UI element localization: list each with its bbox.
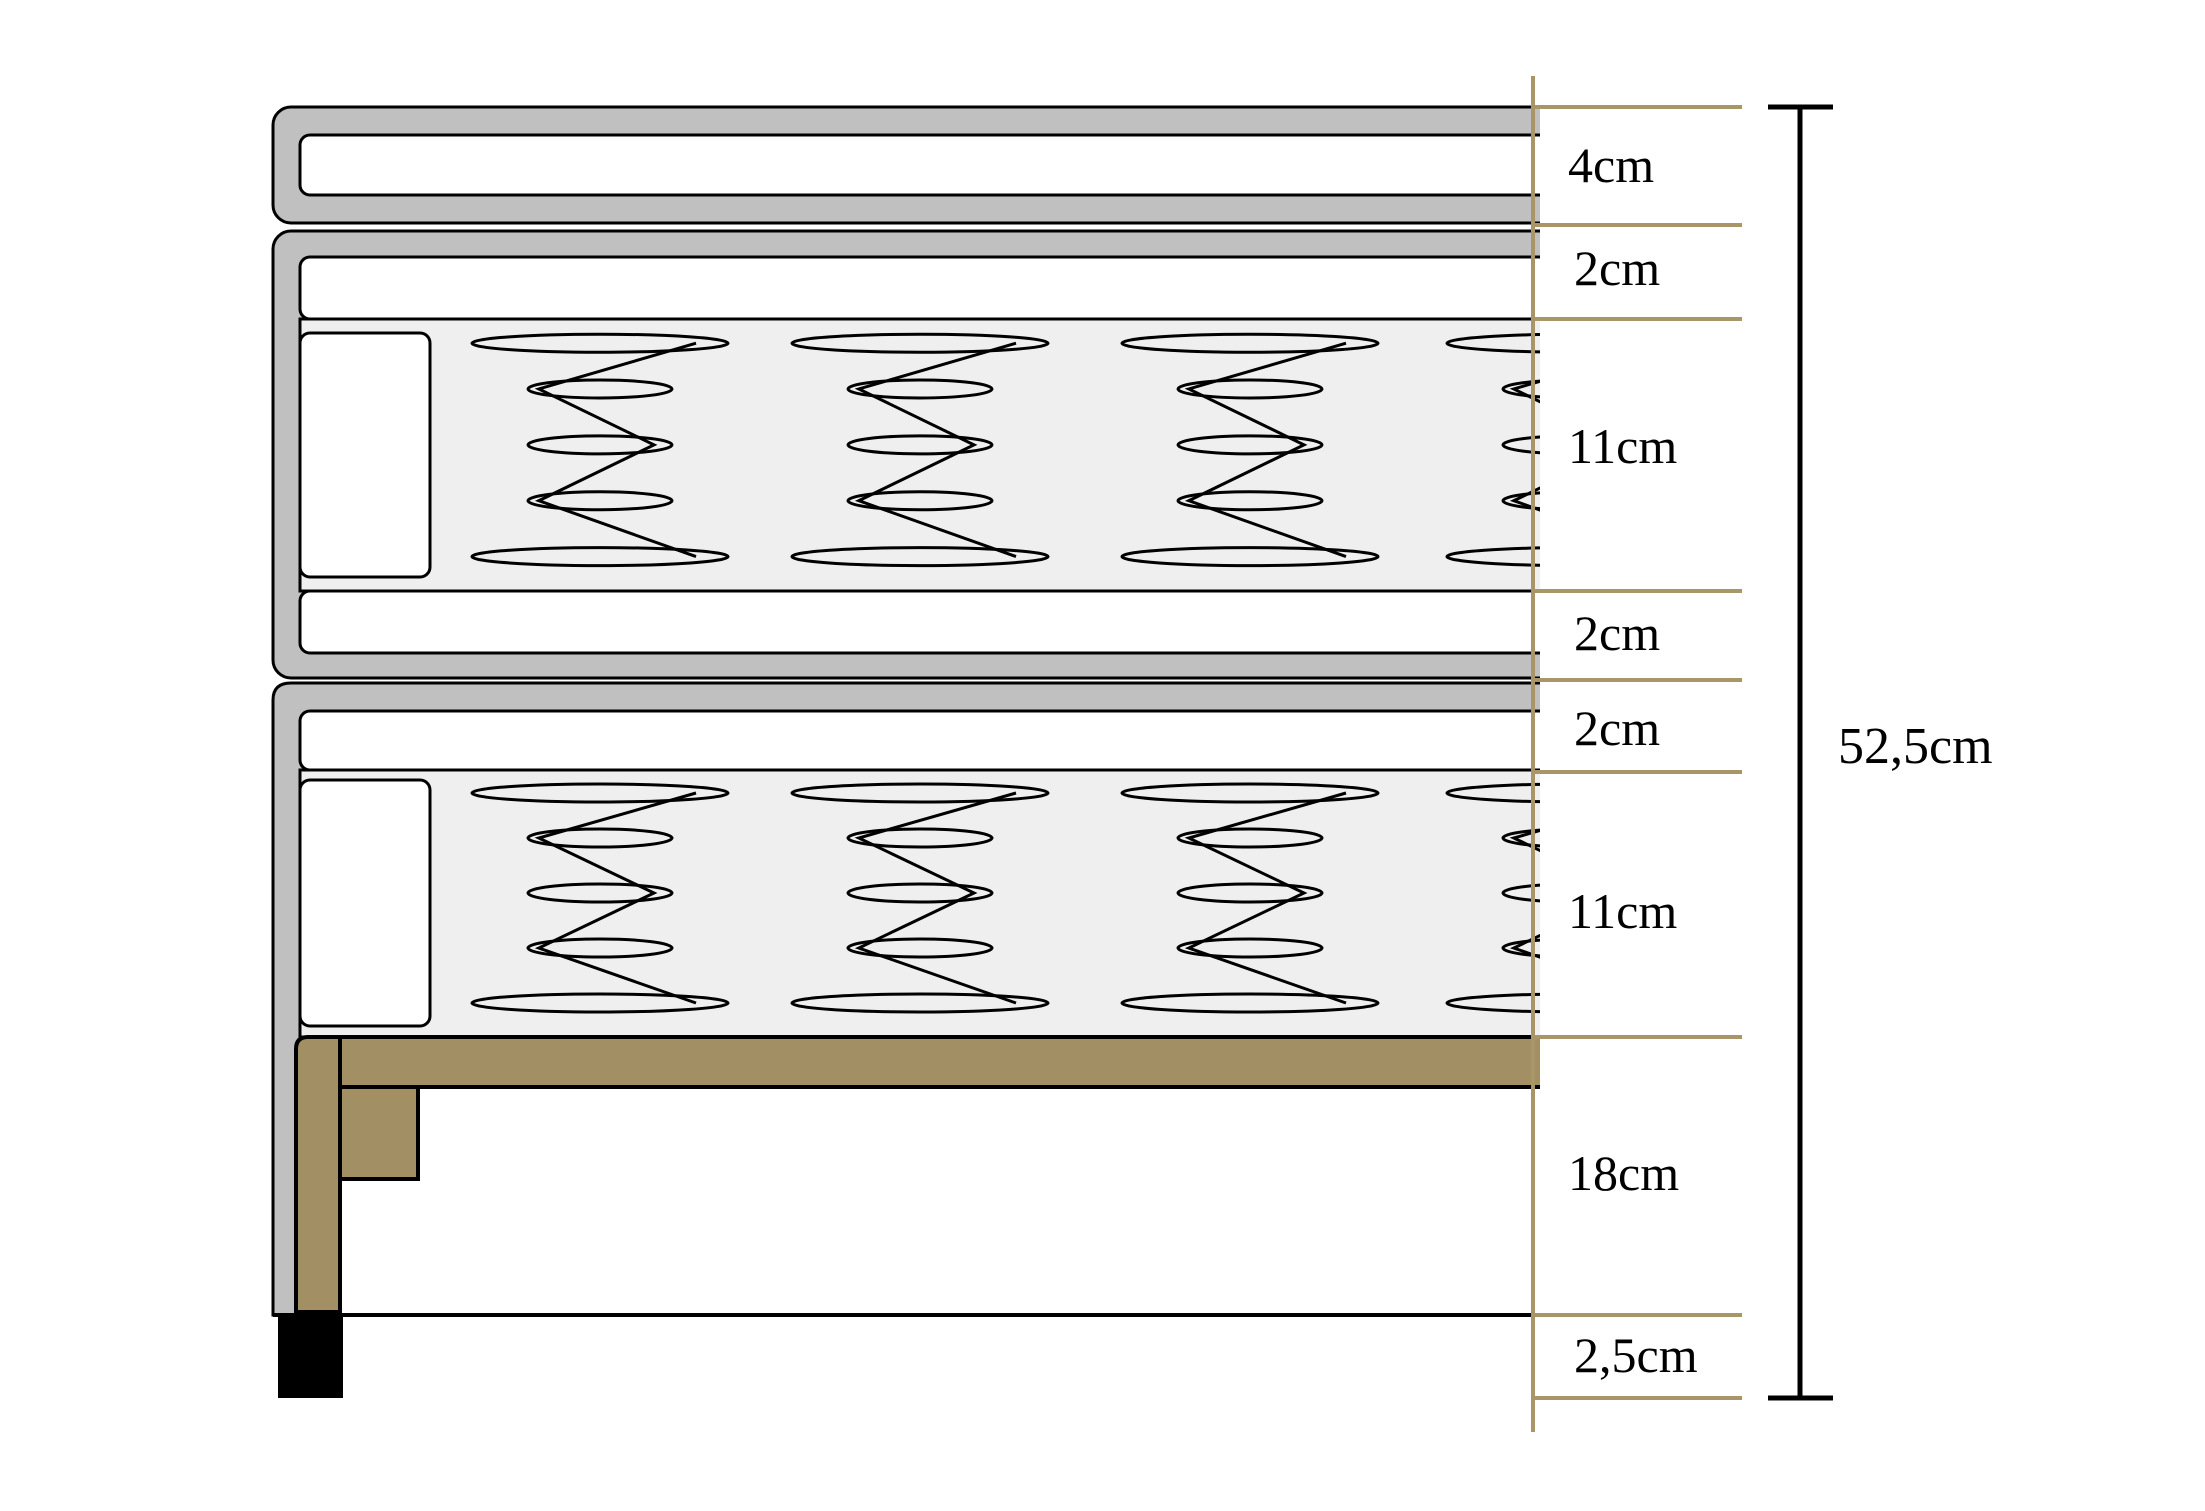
spring-coil: [846, 378, 994, 400]
spring-coil: [1445, 546, 1540, 567]
spring-zigzag: [1184, 791, 1347, 1005]
spring-coil: [1501, 435, 1540, 455]
mattress-springs: [470, 332, 1540, 568]
spring-coil: [1120, 782, 1380, 804]
topper-padding: [298, 133, 1540, 197]
layer-label-topper: 4cm: [1568, 137, 1654, 193]
spring-coil: [1501, 938, 1540, 958]
spring-coil: [846, 827, 994, 849]
layer-label-box-springs: 11cm: [1568, 883, 1677, 939]
spring-coil: [1176, 882, 1324, 904]
wood-top-rail: [338, 1035, 1540, 1089]
mattress-bottom-padding: [298, 589, 1540, 655]
wood-side-post: [294, 1035, 342, 1314]
spring-coil: [846, 434, 994, 456]
spring-coil: [846, 937, 994, 959]
box-top-padding: [298, 709, 1540, 772]
layer-label-legs: 2,5cm: [1574, 1327, 1698, 1383]
layer-label-mattress-springs: 11cm: [1568, 418, 1677, 474]
spring-coil: [790, 332, 1050, 354]
spring-coil: [1445, 782, 1540, 804]
spring-coil: [790, 992, 1050, 1014]
spring-coil: [526, 434, 674, 456]
pocket-spring: [470, 782, 730, 1014]
pocket-spring: [1445, 782, 1540, 1014]
spring-coil: [470, 782, 730, 804]
spring-coil: [1176, 937, 1324, 959]
mattress-edge-foam: [298, 331, 432, 579]
spring-coil: [1176, 827, 1324, 849]
spring-coil: [526, 378, 674, 400]
wood-corner-block: [338, 1085, 420, 1181]
spring-coil: [1445, 992, 1540, 1014]
box-edge-foam: [298, 778, 432, 1028]
spring-coil: [1120, 992, 1380, 1014]
spring-coil: [526, 490, 674, 512]
pocket-spring: [1120, 782, 1380, 1014]
pocket-spring: [790, 332, 1050, 568]
measurement-guide: 4cm 2cm 11cm 2cm 2cm 11cm 18cm 2,5cm: [1531, 76, 1742, 1432]
spring-zigzag: [534, 791, 697, 1005]
spring-coil: [790, 546, 1050, 568]
spring-zigzag: [1184, 341, 1347, 559]
base-open-area: [340, 1087, 1540, 1315]
spring-zigzag: [854, 791, 1017, 1005]
mattress-top-padding: [298, 255, 1540, 321]
topper: [271, 105, 1540, 225]
spring-coil: [526, 827, 674, 849]
spring-coil: [526, 882, 674, 904]
layer-label-mattress-top: 2cm: [1574, 240, 1660, 296]
layer-label-base-frame: 18cm: [1568, 1145, 1679, 1201]
spring-coil: [1501, 379, 1540, 399]
box-springs: [470, 782, 1540, 1014]
total-height-label: 52,5cm: [1838, 718, 1993, 775]
spring-coil: [1176, 378, 1324, 400]
spring-coil: [846, 882, 994, 904]
spring-coil: [470, 332, 730, 354]
mattress: [271, 229, 1540, 680]
guide-ticks: [1533, 105, 1742, 1400]
bed-structure: [271, 105, 1540, 1398]
total-height-dimension: [1768, 104, 1833, 1401]
pocket-spring: [1445, 333, 1540, 567]
spring-coil: [1501, 491, 1540, 511]
pocket-spring: [1120, 332, 1380, 568]
spring-coil: [1176, 434, 1324, 456]
spring-coil: [1120, 332, 1380, 354]
pocket-spring: [470, 332, 730, 568]
wood-frame: [273, 1035, 1540, 1398]
leg: [278, 1315, 343, 1398]
spring-zigzag: [534, 341, 697, 559]
spring-zigzag: [854, 341, 1017, 559]
spring-coil: [1445, 333, 1540, 354]
spring-coil: [470, 546, 730, 568]
spring-coil: [1501, 828, 1540, 848]
spring-coil: [526, 937, 674, 959]
spring-coil: [790, 782, 1050, 804]
spring-coil: [470, 992, 730, 1014]
layer-label-mattress-bottom: 2cm: [1574, 605, 1660, 661]
spring-coil: [1176, 490, 1324, 512]
spring-coil: [1120, 546, 1380, 568]
layer-label-box-top: 2cm: [1574, 700, 1660, 756]
spring-coil: [1501, 883, 1540, 903]
pocket-spring: [790, 782, 1050, 1014]
spring-coil: [846, 490, 994, 512]
